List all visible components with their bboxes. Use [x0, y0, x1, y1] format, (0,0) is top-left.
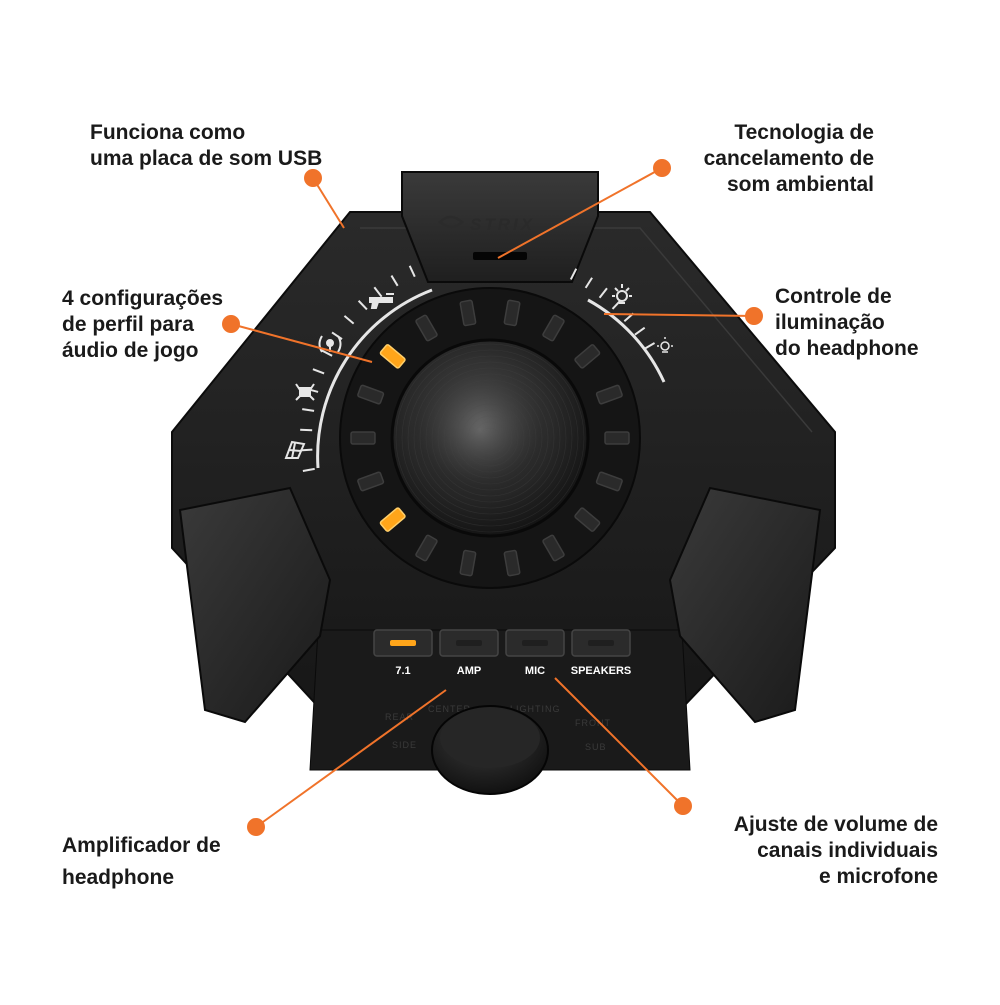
lighting-scale-arc [587, 298, 666, 383]
callout-leaders [222, 159, 763, 836]
scale-tick [373, 286, 383, 298]
right-pad[interactable] [668, 486, 822, 724]
led-segment [379, 344, 406, 369]
callout-noise-line: Tecnologia de [734, 121, 874, 144]
button-led [522, 640, 548, 646]
callout-usb: Funciona como uma placa de som USB [90, 120, 322, 172]
mode-button-label: AMP [457, 665, 481, 677]
scale-tick [569, 268, 578, 280]
callout-lighting: Controle de iluminação do headphone [775, 284, 919, 362]
led-segment [542, 314, 565, 342]
callout-lighting-line: do headphone [775, 337, 919, 360]
led-segment [503, 549, 521, 577]
scale-tick [302, 408, 315, 412]
lighting-label: LIGHTING [510, 704, 561, 714]
scale-tick [408, 265, 416, 278]
knob-groove [407, 355, 573, 521]
callout-usb-line: Funciona como [90, 121, 246, 144]
sub-label: SUB [585, 742, 607, 752]
scale-tick [302, 467, 315, 472]
led-segment [574, 507, 601, 532]
mode-button-mic[interactable]: MIC [505, 629, 565, 677]
scale-tick [312, 368, 325, 375]
noise-cancel-cap [401, 171, 599, 283]
scale-tick [300, 448, 313, 452]
callout-profiles-line: 4 configurações [62, 287, 224, 310]
led-segment [459, 299, 477, 327]
mode-button-label: 7.1 [395, 665, 410, 677]
scale-tick [584, 277, 593, 289]
led-segment [604, 431, 630, 445]
racing-flag-icon [284, 440, 306, 459]
mode-button-label: MIC [525, 665, 545, 677]
left-pad[interactable] [178, 486, 332, 724]
led-segment [350, 431, 376, 445]
knob-groove [395, 343, 585, 533]
callout-lighting-line: Controle de [775, 285, 892, 308]
led-segment [503, 299, 521, 327]
scale-tick [331, 331, 343, 340]
button-led [588, 640, 614, 646]
mode-button-71[interactable]: 7.1 [373, 629, 433, 677]
mode-button-speakers[interactable]: SPEAKERS [571, 629, 632, 677]
scale-tick [357, 300, 368, 311]
led-ring [350, 299, 630, 577]
led-segment [415, 534, 438, 562]
scale-tick [343, 315, 355, 325]
led-segment [357, 384, 385, 405]
callout-usb-line: uma placa de som USB [90, 147, 323, 170]
callout-volume-line: canais individuais [757, 839, 938, 862]
callout-volume-line: e microfone [818, 865, 938, 888]
shooter-gun-icon [369, 293, 394, 309]
scale-tick [390, 275, 399, 287]
light-bright-icon [612, 284, 632, 304]
callout-amp: Amplificador de headphone [62, 830, 221, 894]
scale-tick [643, 342, 656, 350]
scale-tick [611, 299, 622, 310]
callout-volume-line: Ajuste de volume de [733, 813, 938, 836]
amplifier-knob-top [440, 708, 540, 768]
mode-button-label: SPEAKERS [571, 665, 632, 677]
callout-volume: Ajuste de volume de canais individuais e… [734, 812, 938, 890]
scale-tick [321, 349, 333, 357]
knob-highlight [410, 360, 550, 500]
callout-profiles-line: áudio de jogo [62, 339, 199, 362]
button-led [456, 640, 482, 646]
callout-profiles: 4 configurações de perfil para áudio de … [62, 286, 223, 364]
rear-label: REAR [385, 712, 414, 722]
led-segment [415, 314, 438, 342]
callout-noise-line: som ambiental [726, 173, 874, 196]
callout-profiles-line: de perfil para [62, 313, 194, 336]
led-segment [595, 384, 623, 405]
strix-logo-icon: STRIX [438, 215, 535, 234]
callout-amp-line: headphone [62, 866, 175, 889]
light-dim-icon [657, 337, 673, 353]
scale-tick [598, 287, 608, 299]
brand-logo-text: STRIX [470, 215, 535, 234]
callout-noise-line: cancelamento de [703, 147, 874, 170]
mode-buttons-row: 7.1 AMP MIC SPEAKERS [373, 629, 632, 677]
led-segment [542, 534, 565, 562]
scale-tick [300, 428, 313, 432]
led-segment [357, 471, 385, 492]
knob-groove [401, 349, 579, 527]
callout-lighting-line: iluminação [775, 311, 885, 334]
mode-button-amp[interactable]: AMP [439, 629, 499, 677]
callout-amp-line: Amplificador de [62, 834, 221, 857]
led-segment [379, 507, 406, 532]
led-segment [459, 549, 477, 577]
button-led [390, 640, 416, 646]
front-label: FRONT [575, 718, 611, 728]
scale-tick [634, 326, 646, 336]
center-label: CENTER [428, 704, 471, 714]
side-label: SIDE [392, 740, 417, 750]
profile-scale-arc [316, 288, 433, 469]
led-segment [574, 344, 601, 369]
callout-noise: Tecnologia de cancelamento de som ambien… [704, 120, 874, 198]
spider-mech-icon [295, 383, 315, 401]
led-segment [595, 471, 623, 492]
